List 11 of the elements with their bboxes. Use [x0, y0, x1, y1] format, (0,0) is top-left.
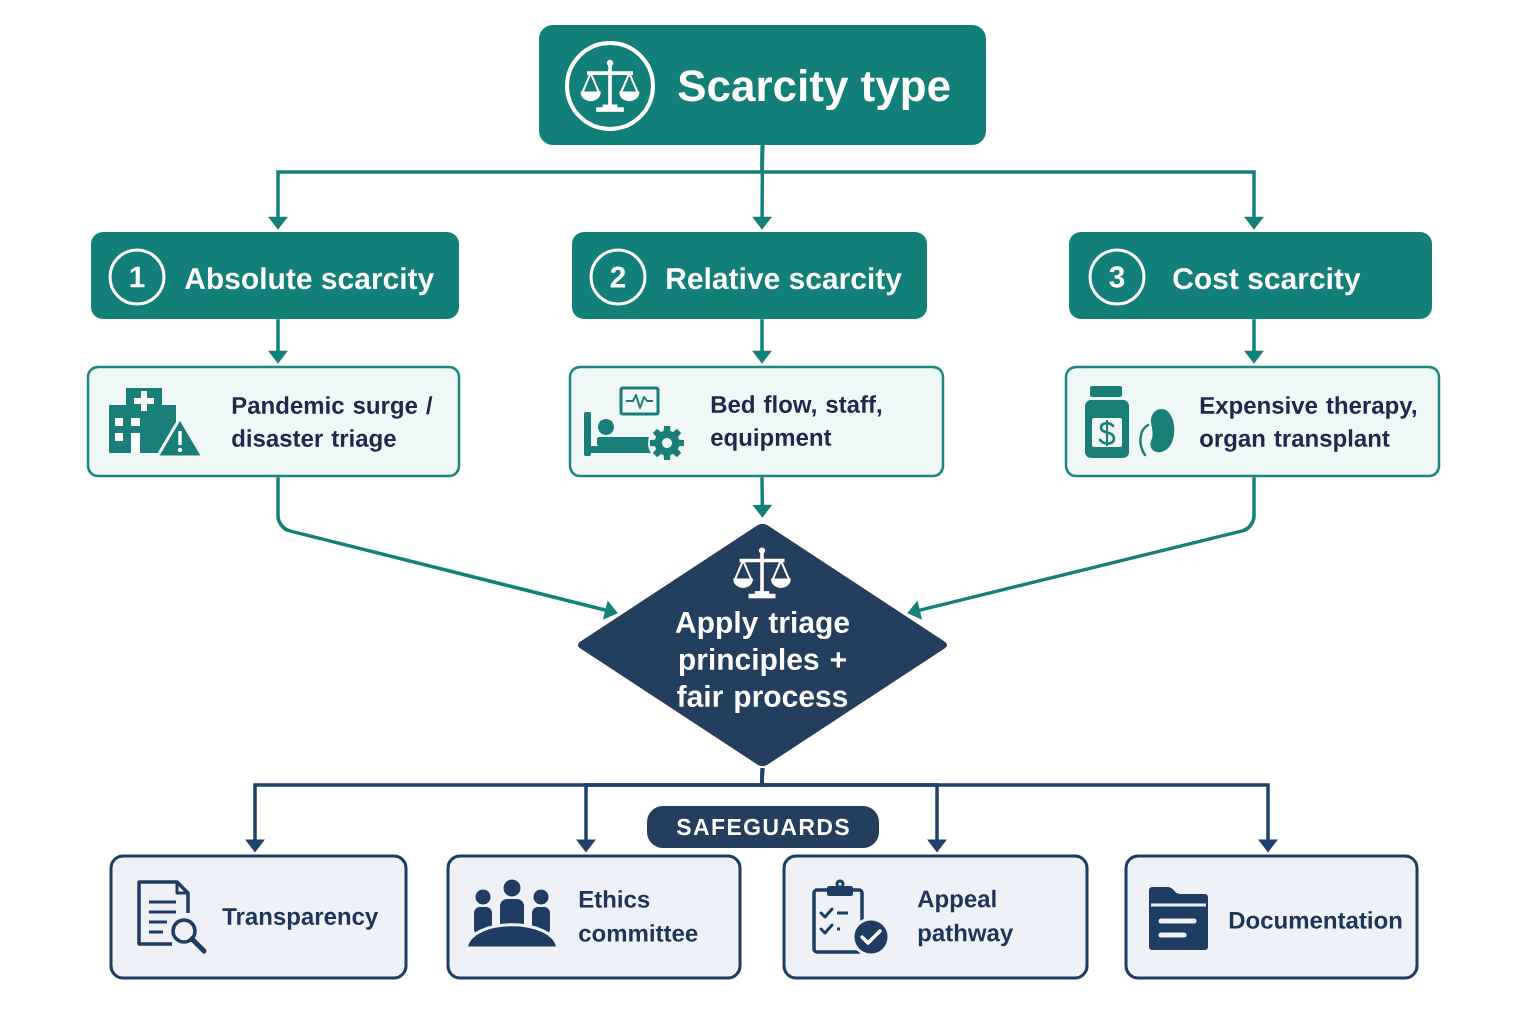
text-box: Documentation: [1124, 854, 1419, 980]
number-badge: 3: [1088, 248, 1146, 306]
text-box: Appeal pathway: [782, 854, 1089, 980]
number-badge: 1: [108, 248, 166, 306]
text-box: Expensive therapy, organ transplant: [1064, 365, 1441, 478]
tag-label: SAFEGUARDS: [647, 806, 879, 848]
heading-box: Scarcity type: [539, 25, 986, 145]
text-box: Bed flow, staff, equipment: [568, 365, 945, 478]
text-box: Ethics committee: [446, 854, 742, 980]
number-badge: 2: [589, 248, 647, 306]
text-box: Transparency: [109, 854, 408, 980]
